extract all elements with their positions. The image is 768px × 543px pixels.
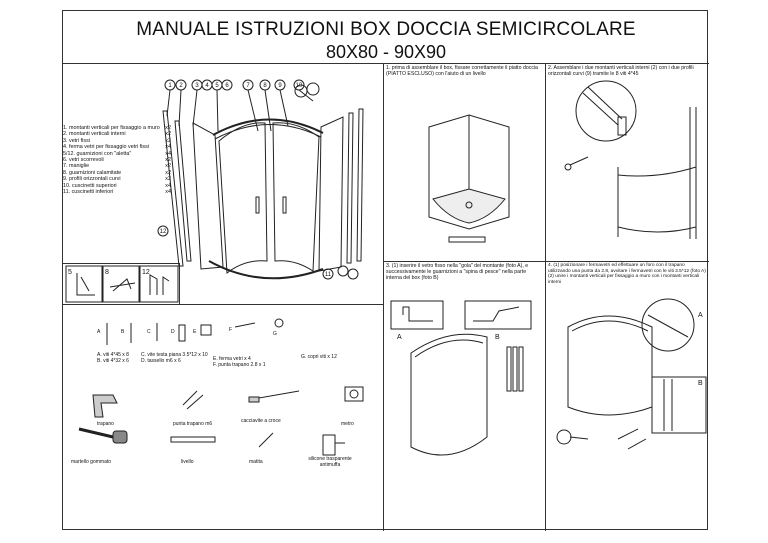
divider-top: [63, 63, 709, 64]
step-1-text: 1. prima di assemblare il box, fissare c…: [386, 65, 538, 78]
instruction-sheet: MANUALE ISTRUZIONI BOX DOCCIA SEMICIRCOL…: [62, 10, 709, 531]
parts-list-label: 6. vetri scorrevoli: [63, 157, 104, 164]
parts-list-qty: x4: [165, 144, 171, 151]
hardware-drawing: A B C D E F G: [97, 318, 284, 345]
parts-list-item: 7. maniglie x2: [63, 163, 171, 169]
hardware-e-f: E. ferma vetri x 4 F. punta trapano 2.8 …: [213, 356, 266, 368]
hardware-c-d: C. vite testa piana 3.5*12 x 10 D. tasse…: [141, 352, 208, 364]
step-3-text: 3. (1) inserire il vetro fisso nella "go…: [386, 263, 529, 282]
hardware-letter: B: [121, 329, 125, 335]
divider-profiles-v: [179, 263, 180, 304]
photo-label-b: B: [698, 380, 703, 387]
exploded-number: 7: [246, 83, 250, 89]
tool-drill-bit-label: punta trapano m6: [173, 421, 213, 427]
exploded-number: 3: [195, 83, 199, 89]
step-2-text: 2. Assemblare i due montanti verticali i…: [548, 65, 694, 78]
parts-list-label: 2. montanti verticali interni: [63, 131, 126, 138]
page-title: MANUALE ISTRUZIONI BOX DOCCIA SEMICIRCOL…: [63, 19, 709, 63]
photo-label-a: A: [397, 334, 402, 341]
tools-drawing: [78, 386, 364, 456]
hardware-g: G. copri viti x 12: [301, 354, 337, 360]
step-2-drawing: [564, 80, 697, 239]
parts-list-label: 7. maniglie: [63, 163, 90, 170]
parts-list-qty: x2: [165, 176, 171, 183]
parts-list-label: 4. ferma vetri per fissaggio vetri fissi: [63, 144, 149, 151]
hardware-letter: F: [229, 327, 232, 333]
parts-list-qty: x2: [165, 163, 171, 170]
photo-label-b: B: [495, 334, 500, 341]
tool-pencil-label: matita: [249, 459, 263, 465]
exploded-number: 8: [263, 83, 267, 89]
tool-screwdriver-label: cacciavite a croce: [241, 418, 281, 424]
parts-list-item: 9. profili orizzontali curvi x2: [63, 176, 171, 182]
hardware-letter: G: [273, 331, 277, 337]
tool-silicone-label: silicone trasparente antimuffa: [308, 456, 352, 468]
exploded-number: 12: [160, 229, 167, 235]
tool-drill-label: trapano: [97, 421, 114, 427]
profile-label: 8: [105, 269, 109, 276]
parts-list-qty: x2: [165, 137, 171, 144]
exploded-number: 9: [278, 83, 282, 89]
parts-list-qty: x4: [165, 150, 171, 157]
hardware-letter: E: [193, 329, 197, 335]
exploded-number: 1: [168, 83, 172, 89]
hardware-letter: A: [97, 329, 101, 335]
parts-list-label: 10. cuscinetti superiori: [63, 182, 117, 189]
divider-mid-right: [383, 261, 709, 262]
parts-list-item: 11. cuscinetti inferiori x4: [63, 189, 171, 195]
parts-list-item: 8. guarnizioni calamitate x2: [63, 170, 171, 176]
exploded-number: 4: [205, 83, 209, 89]
parts-list-label: 8. guarnizioni calamitate: [63, 169, 122, 176]
hardware-letter: D: [171, 329, 175, 335]
divider-v1: [383, 63, 384, 531]
profile-label: 5: [68, 269, 72, 276]
parts-list-item: 1. montanti verticali per fissaggio a mu…: [63, 125, 171, 131]
hardware-letter: C: [147, 329, 151, 335]
parts-list-item: 4. ferma vetri per fissaggio vetri fissi…: [63, 144, 171, 150]
divider-profiles: [63, 263, 179, 264]
step-3-drawing: A B: [390, 300, 532, 456]
exploded-view-drawing: 1 2 3 4 5 6 7 8 9 10 11 12: [157, 79, 364, 280]
parts-list-qty: x2: [165, 131, 171, 138]
step-4-text: 4. (1) posizionare i fermavetri ed effet…: [548, 263, 706, 285]
exploded-number: 2: [179, 83, 183, 89]
exploded-number: 10: [296, 83, 303, 89]
exploded-number: 6: [225, 83, 229, 89]
tool-tape-label: metro: [341, 421, 354, 427]
title-line-2: 80X80 - 90X90: [325, 42, 447, 62]
photo-label-a: A: [698, 312, 703, 319]
part-number-circles: [157, 79, 334, 280]
parts-list-qty: x2: [165, 125, 171, 131]
divider-mid-left: [63, 304, 383, 305]
hardware-a-b: A. viti 4*45 x 8 B. viti 4*32 x 6: [97, 352, 129, 364]
parts-list-item: 2. montanti verticali interni x2: [63, 131, 171, 137]
divider-v2: [545, 63, 546, 531]
step-4-drawing: A B: [556, 298, 707, 450]
title-line-1: MANUALE ISTRUZIONI BOX DOCCIA SEMICIRCOL…: [136, 19, 636, 40]
parts-list-label: 3. vetri fissi: [63, 137, 90, 144]
tool-mallet-label: martello gommato: [71, 459, 112, 465]
profile-label: 12: [142, 269, 150, 276]
parts-list-item: 5/12. guarnizioni con "aletta" x4: [63, 151, 171, 157]
parts-list-label: 11. cuscinetti inferiori: [63, 189, 114, 196]
shower-tray-drawing: [428, 114, 510, 243]
parts-list-item: 3. vetri fissi x2: [63, 138, 171, 144]
parts-list-item: 10. cuscinetti superiori x4: [63, 183, 171, 189]
parts-list-label: 1. montanti verticali per fissaggio a mu…: [63, 125, 160, 131]
exploded-number: 5: [215, 83, 219, 89]
parts-list-label: 5/12. guarnizioni con "aletta": [63, 150, 132, 157]
parts-list-qty: x2: [165, 169, 171, 176]
parts-list-qty: x4: [165, 182, 171, 189]
profile-sections: 5 8 12: [65, 265, 179, 303]
tool-level-label: livello: [181, 459, 194, 465]
exploded-number: 11: [325, 272, 332, 278]
parts-list-qty: x4: [165, 189, 171, 196]
parts-list-label: 9. profili orizzontali curvi: [63, 176, 121, 183]
